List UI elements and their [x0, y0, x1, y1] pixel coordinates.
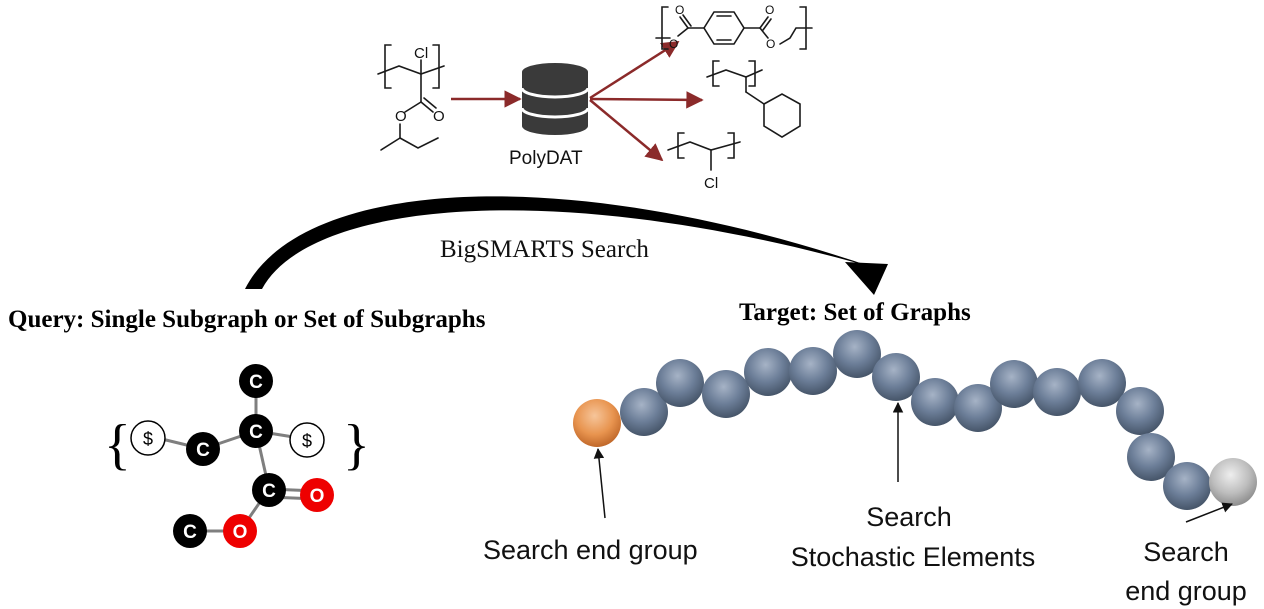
search-label: BigSMARTS Search	[440, 236, 649, 263]
svg-text:$: $	[143, 429, 153, 449]
bead-stochastic-13	[1116, 387, 1164, 435]
label-end-left: Search end group	[483, 535, 698, 565]
query-node-wildcard-left: $	[130, 420, 166, 456]
label-end-right-line1: Search	[1143, 537, 1229, 567]
svg-text:C: C	[249, 372, 263, 393]
label-stochastic-line2: Stochastic Elements	[791, 542, 1036, 572]
query-node-carbon-top: C	[239, 364, 273, 398]
bead-stochastic-3	[702, 370, 750, 418]
bead-stochastic-9	[954, 384, 1002, 432]
svg-text:O: O	[310, 486, 325, 507]
query-polymer-structure: Cl O O	[377, 44, 445, 151]
bead-stochastic-14	[1127, 433, 1175, 481]
bead-stochastic-2	[656, 359, 704, 407]
query-cl-label: Cl	[414, 45, 428, 62]
bead-stochastic-10	[990, 360, 1038, 408]
query-ester-o-label: O	[395, 108, 407, 125]
label-stochastic-line1: Search	[866, 502, 952, 532]
label-end-right-line2: end group	[1125, 576, 1247, 606]
query-subgraph: { } $ $ C C C C	[104, 364, 370, 548]
bead-stochastic-6	[833, 330, 881, 378]
query-node-oxygen-ester: O	[223, 514, 257, 548]
target-polymer-3: Cl	[667, 132, 741, 192]
target1-o-top-left: O	[675, 3, 684, 17]
arrow-end-right	[1185, 502, 1233, 523]
bead-stochastic-5	[789, 347, 837, 395]
query-node-carbon-center: C	[239, 414, 273, 448]
query-node-carbon-bottom: C	[173, 514, 207, 548]
target-bead-chain	[573, 330, 1257, 510]
bead-stochastic-1	[620, 388, 668, 436]
svg-text:$: $	[302, 431, 312, 451]
database-label: PolyDAT	[509, 148, 583, 169]
query-node-carbon-carbonyl: C	[252, 473, 286, 507]
arrow-end-left	[593, 447, 606, 519]
query-title: Query: Single Subgraph or Set of Subgrap…	[8, 306, 486, 333]
query-node-carbon-left: C	[186, 432, 220, 466]
target-polymer-1: O O O O	[655, 3, 813, 51]
bead-end-group-left	[573, 399, 621, 447]
bead-end-group-right	[1209, 458, 1257, 506]
target-polymer-2	[706, 60, 801, 138]
bead-stochastic-11	[1033, 368, 1081, 416]
target1-o-bottom-left: O	[669, 37, 678, 51]
database-arrows	[451, 40, 704, 162]
bead-stochastic-12	[1078, 359, 1126, 407]
svg-text:O: O	[233, 522, 248, 543]
svg-text:C: C	[183, 522, 197, 543]
database-icon	[520, 63, 590, 135]
bead-stochastic-7	[872, 353, 920, 401]
target3-cl-label: Cl	[704, 175, 718, 192]
target1-o-bottom-right: O	[766, 37, 775, 51]
bead-stochastic-4	[744, 348, 792, 396]
bead-stochastic-15	[1163, 462, 1211, 510]
query-node-oxygen-carbonyl: O	[300, 478, 334, 512]
bead-stochastic-8	[911, 378, 959, 426]
target1-o-top-right: O	[765, 3, 774, 17]
brace-left: {	[104, 414, 131, 476]
query-carbonyl-o-label: O	[433, 108, 445, 125]
search-arc-arrowhead	[845, 262, 888, 295]
brace-right: }	[343, 414, 370, 476]
svg-text:C: C	[249, 422, 263, 443]
target-title: Target: Set of Graphs	[739, 299, 971, 326]
query-node-wildcard-right: $	[289, 422, 325, 458]
svg-text:C: C	[262, 481, 276, 502]
svg-text:C: C	[196, 440, 210, 461]
